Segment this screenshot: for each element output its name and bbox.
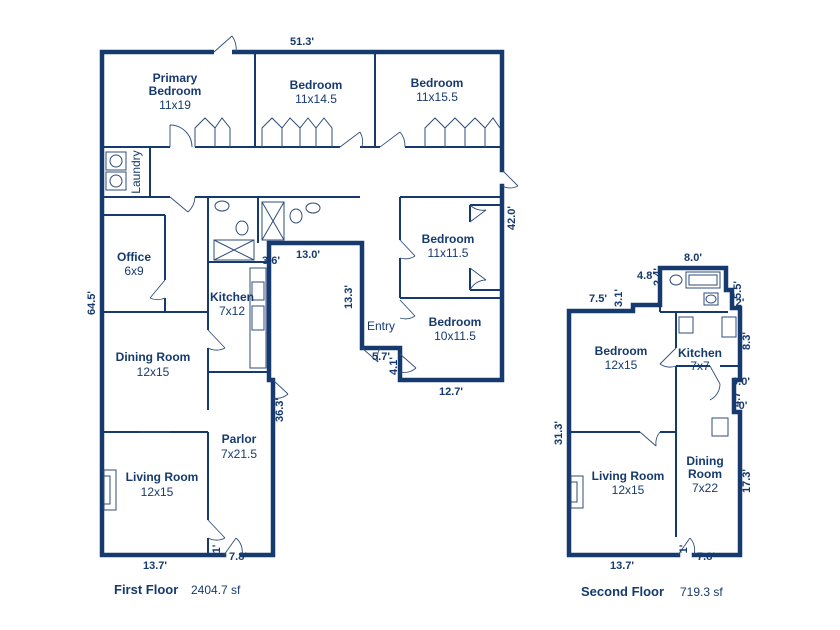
- first-floor-fixtures: [103, 151, 321, 511]
- dim2-step-b: 2.4': [652, 268, 664, 286]
- bedroom-1-label: Bedroom: [290, 78, 343, 92]
- first-floor-exterior-wall: [99, 49, 505, 558]
- second-living-room-label: Living Room: [592, 469, 665, 483]
- dim2-bottom-right: 7.8': [697, 551, 715, 563]
- second-dining-size: 7x22: [692, 481, 718, 495]
- second-dining-label-1: Dining: [686, 454, 723, 468]
- laundry-label: Laundry: [129, 150, 143, 193]
- dim2-step-a: 4.8': [637, 270, 655, 282]
- second-floor-room-labels: Bedroom 12x15 Kitchen 7x7 Living Room 12…: [592, 344, 724, 497]
- dim2-left: 31.3': [553, 421, 565, 445]
- second-floor-exterior-wall: [566, 265, 743, 558]
- bedroom-1-size: 11x14.5: [295, 92, 337, 106]
- primary-bedroom-size: 11x19: [159, 98, 191, 112]
- second-bedroom-label: Bedroom: [595, 344, 648, 358]
- parlor-label: Parlor: [222, 432, 257, 446]
- first-floor-doors: [149, 35, 519, 556]
- second-bedroom-size: 12x15: [605, 358, 638, 372]
- entry-label: Entry: [367, 319, 395, 333]
- bedroom-4-label: Bedroom: [429, 315, 482, 329]
- primary-bedroom-label-1: Primary: [153, 71, 198, 85]
- dim-right: 42.0': [506, 206, 518, 230]
- second-kitchen-label: Kitchen: [678, 346, 722, 360]
- dim2-right-c: 8.3': [741, 332, 753, 350]
- parlor-size: 7x21.5: [221, 447, 257, 461]
- dim2-bottom-small: 1': [678, 544, 690, 553]
- dim-entry-step: 5.7': [372, 351, 390, 363]
- primary-bedroom-label-2: Bedroom: [149, 84, 202, 98]
- second-dining-label-2: Room: [688, 467, 722, 481]
- dim2-right-d: 0.0': [732, 376, 750, 388]
- kitchen-label: Kitchen: [210, 290, 254, 304]
- dim-bedroom-bottom: 12.7': [439, 386, 463, 398]
- bedroom-2-label: Bedroom: [411, 76, 464, 90]
- living-room-label: Living Room: [126, 470, 199, 484]
- dining-room-size: 12x15: [137, 365, 170, 379]
- kitchen-size: 7x12: [219, 304, 245, 318]
- dim-bottom-right: 7.8': [229, 551, 247, 563]
- first-floor-area: 2404.7 sf: [191, 583, 241, 597]
- second-floor-dimensions: 8.0' 4.8' 2.4' 7.5' 3.1' 5.5' 2' 8.3' 0.…: [553, 252, 753, 572]
- first-floor-dimensions: 51.3' 64.5' 42.0' 13.0' 3.6' 13.3' 5.7' …: [86, 36, 518, 572]
- dim2-top-bath: 8.0': [684, 252, 702, 264]
- dim-left: 64.5': [86, 291, 98, 315]
- living-room-size: 12x15: [141, 485, 174, 499]
- bedroom-4-size: 10x11.5: [434, 329, 476, 343]
- second-floor-fixtures: [570, 271, 737, 509]
- dim2-right-a: 5.5': [732, 281, 744, 299]
- second-floor-interior-walls: [569, 305, 740, 537]
- dim2-step-c: 7.5': [589, 293, 607, 305]
- bedroom-3-size: 11x11.5: [428, 246, 469, 260]
- dim2-right-g: 17.3': [741, 469, 753, 493]
- dim-entry-small: 4.1': [388, 357, 400, 375]
- dim2-right-e: 4.7': [731, 389, 743, 407]
- bedroom-3-label: Bedroom: [422, 232, 475, 246]
- dim-parlor-side: 36.3': [274, 398, 286, 422]
- second-floor-doors: [639, 347, 721, 556]
- dim-entry-side: 13.3': [343, 285, 355, 309]
- first-floor-title: First Floor: [114, 582, 178, 597]
- closet-doors-primary: [194, 117, 501, 147]
- second-floor-title: Second Floor: [581, 584, 664, 599]
- dim-top: 51.3': [290, 36, 314, 48]
- office-label: Office: [117, 250, 151, 264]
- first-floor-room-labels: Primary Bedroom 11x19 Bedroom 11x14.5 Be…: [116, 71, 482, 499]
- dim2-right-f: 0': [739, 400, 748, 412]
- first-floor-plan: Primary Bedroom 11x19 Bedroom 11x14.5 Be…: [86, 35, 519, 597]
- dining-room-label: Dining Room: [116, 350, 191, 364]
- second-floor-area: 719.3 sf: [680, 585, 723, 599]
- second-floor-plan: Bedroom 12x15 Kitchen 7x7 Living Room 12…: [553, 252, 753, 599]
- dim-hall: 13.0': [296, 249, 320, 261]
- bedroom-2-size: 11x15.5: [416, 90, 458, 104]
- first-floor-interior-walls: [102, 52, 502, 555]
- dim-notch: 3.6': [262, 255, 280, 267]
- second-living-room-size: 12x15: [612, 483, 645, 497]
- dim2-right-b: 2': [736, 297, 745, 309]
- office-size: 6x9: [124, 264, 144, 278]
- dim2-step-d: 3.1': [613, 289, 625, 307]
- second-kitchen-size: 7x7: [690, 359, 710, 373]
- dim-bottom-left: 13.7': [143, 560, 167, 572]
- dim-bottom-small: 1': [211, 544, 223, 553]
- dim2-bottom-left: 13.7': [610, 560, 634, 572]
